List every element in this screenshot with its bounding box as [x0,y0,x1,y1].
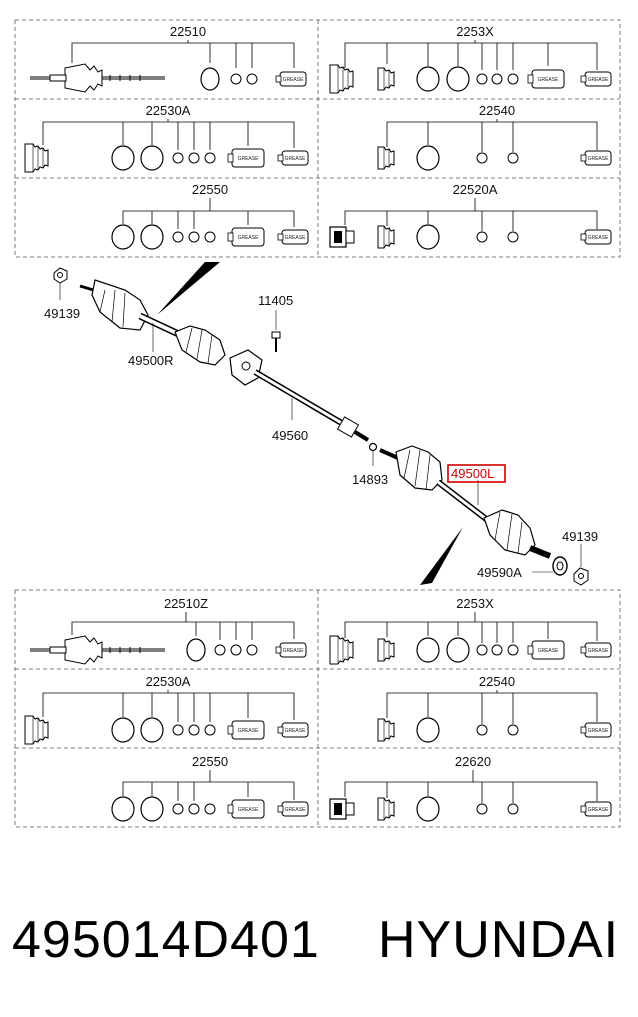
kit-label: 22530A [146,103,191,118]
grease-label: GREASE [238,235,260,241]
grease-label: GREASE [285,156,307,162]
callout-highlight-box [447,464,506,483]
nut-left [53,267,68,300]
exploded-view: 49139 49500R 11405 [44,262,598,586]
intermediate-shaft [229,349,370,442]
kit-label: 22510 [170,24,206,39]
kit-table-bottom: 22510Z GREASE 2253X GREASE GREASE [14,589,621,828]
pointer-wedge-left [420,527,463,585]
grease-label: GREASE [238,807,260,813]
kit-22510z: 22510Z GREASE [28,596,307,666]
grease-label: GREASE [588,728,610,734]
grease-label: GREASE [538,77,560,83]
callout-nut-right: 49139 [562,529,598,544]
kit-22530a-bottom: 22530A GREASE GREASE [24,674,309,745]
kit-label: 22550 [192,754,228,769]
callout-bolt: 11405 [258,293,293,308]
driveshaft-left [379,445,552,559]
grease-label: GREASE [285,728,307,734]
kit-22520a: 22520A GREASE [329,182,612,250]
callout-circlip: 14893 [352,472,388,487]
callout-intermediate-shaft: 49560 [272,428,308,443]
kit-label: 22540 [479,103,515,118]
parts-diagram: 22510 GREASE 2253X GREASE GREASE [14,19,621,828]
kit-label: 22530A [146,674,191,689]
grease-label: GREASE [588,235,610,241]
kit-22620: 22620 GREASE [329,754,612,822]
kit-label: 22620 [455,754,491,769]
kit-22510: 22510 GREASE [28,24,307,94]
grease-label: GREASE [238,728,260,734]
kit-22550-bottom: 22550 GREASE GREASE [111,754,309,822]
kit-label: 22510Z [164,596,208,611]
kit-22530a: 22530A GREASE GREASE [24,103,309,173]
kit-22550: 22550 GREASE GREASE [111,182,309,250]
kit-label: 22520A [453,182,498,197]
kit-label: 2253X [456,596,494,611]
callout-tone-ring: 49590A [477,565,522,580]
grease-label: GREASE [238,156,260,162]
driveshaft-right [79,279,226,366]
grease-label: GREASE [538,648,560,654]
kit-label: 22550 [192,182,228,197]
callout-shaft-right: 49500R [128,353,174,368]
grease-label: GREASE [588,648,610,654]
pointer-wedge-right [157,262,220,315]
callout-nut-left: 49139 [44,306,80,321]
kit-2253x-bottom: 2253X GREASE GREASE [329,596,612,665]
kit-label: 22540 [479,674,515,689]
caption: 495014D401 HYUNDAI [12,905,632,985]
grease-label: GREASE [283,77,305,83]
tone-ring [532,556,568,576]
grease-label: GREASE [285,807,307,813]
part-number-caption: 495014D401 [12,911,320,969]
brand-caption: HYUNDAI [378,911,620,969]
kit-22540-bottom: 22540 GREASE [377,674,612,743]
kit-label: 2253X [456,24,494,39]
bolt [271,310,281,352]
grease-label: GREASE [588,77,610,83]
kit-2253x: 2253X GREASE GREASE [329,24,612,94]
grease-label: GREASE [588,807,610,813]
callout-shaft-left: 49500L [451,466,494,481]
kit-22540: 22540 GREASE [377,103,612,171]
grease-label: GREASE [285,235,307,241]
grease-label: GREASE [283,648,305,654]
grease-label: GREASE [588,156,610,162]
circlip [368,442,378,466]
nut-right [573,544,589,586]
kit-table-top: 22510 GREASE 2253X GREASE GREASE [14,19,621,258]
